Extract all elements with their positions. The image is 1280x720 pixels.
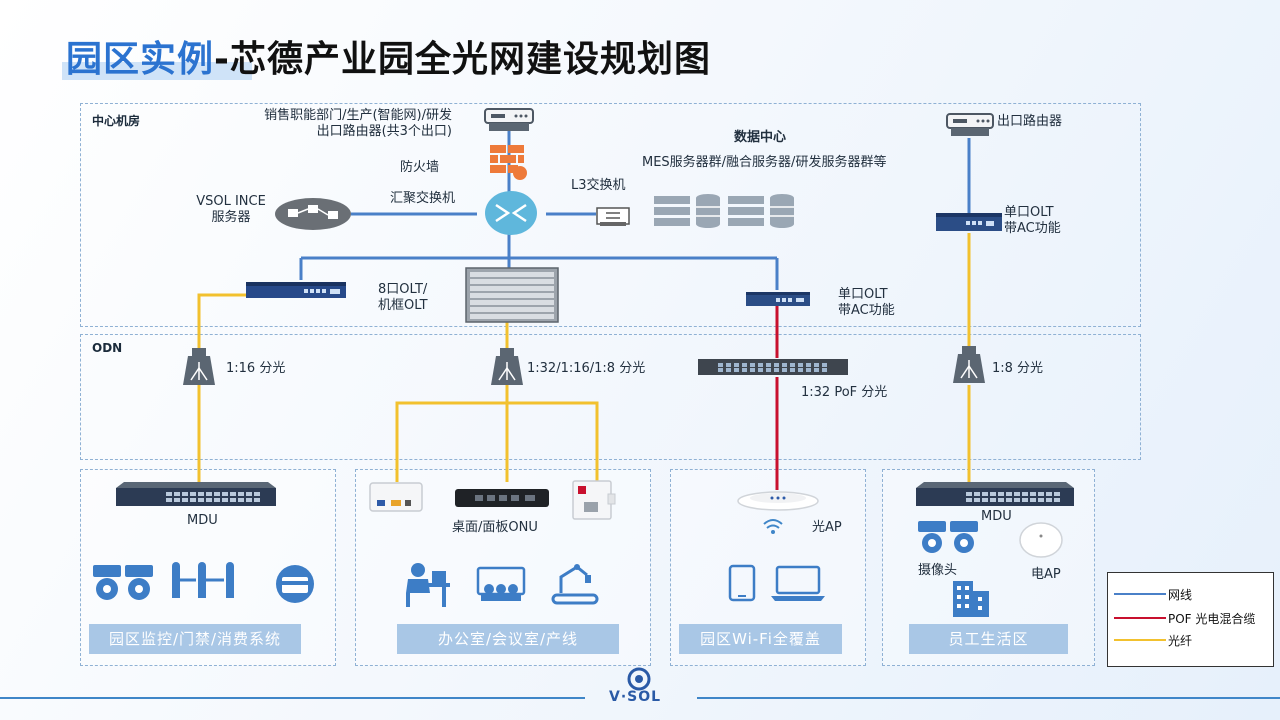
legend-fiber: 光纤 (1108, 631, 1268, 649)
fiber-cables (197, 233, 971, 482)
banner-wifi: 园区Wi-Fi全覆盖 (679, 624, 842, 654)
router-icon (484, 108, 534, 131)
mdu-left-label: MDU (187, 513, 218, 528)
router-left-label: 销售职能部门/生产(智能网)/研发 出口路由器(共3个出口) (264, 108, 452, 139)
desktop-onu-small-icon (369, 482, 423, 512)
olt-right-top-label: 单口OLT 带AC功能 (1004, 205, 1061, 236)
olt-mid-label: 单口OLT 带AC功能 (838, 287, 895, 318)
legend-fiber-label: 光纤 (1168, 634, 1193, 648)
camera-label: 摄像头 (918, 563, 958, 578)
legend: 网线 POF 光电混合缆 光纤 (1107, 572, 1274, 667)
desktop-onu-icon (455, 489, 549, 507)
olt-right-icon (936, 213, 1002, 231)
data-center-desc: MES服务器群/融合服务器/研发服务器群等 (642, 155, 887, 170)
laptop-icon (771, 565, 825, 601)
zone-center-label: 中心机房 (92, 114, 141, 128)
router-right-icon (946, 113, 994, 136)
l3-switch-icon (596, 207, 630, 226)
title-rest-text: -芯德产业园全光网建设规划图 (214, 39, 711, 80)
camera-icon (93, 565, 153, 600)
olt-8port-label: 8口OLT/ 机框OLT (378, 282, 428, 313)
onu-label: 桌面/面板ONU (452, 520, 538, 535)
aggregation-switch-label: 汇聚交换机 (390, 191, 456, 206)
banner-monitoring: 园区监控/门禁/消费系统 (89, 624, 301, 654)
payment-terminal-icon (276, 565, 314, 603)
production-line-icon (551, 564, 599, 605)
data-center-title: 数据中心 (733, 130, 786, 145)
legend-pof-label: POF 光电混合缆 (1168, 612, 1256, 626)
title-highlight-text: 园区实例 (66, 39, 215, 80)
title-highlight (62, 62, 252, 80)
tablet-icon (728, 564, 756, 602)
splitter-4-icon (953, 346, 985, 383)
vsol-server-label: VSOL INCE 服务器 (196, 194, 266, 225)
mdu-right-label: MDU (981, 509, 1012, 524)
meeting-room-icon (476, 566, 526, 601)
vsol-server-icon (275, 198, 351, 230)
panel-onu-icon (572, 480, 616, 520)
wifi-icon (763, 519, 783, 534)
banner-office: 办公室/会议室/产线 (397, 624, 619, 654)
net-cables (299, 128, 971, 290)
olt-8port-icon (246, 282, 346, 298)
zone-odn (80, 334, 1141, 460)
optical-ap-icon (737, 491, 819, 511)
logo-icon (627, 667, 651, 691)
footer-line-right (697, 697, 1280, 699)
olt-mid-icon (746, 292, 810, 306)
camera-living-icon (918, 521, 978, 553)
router-right-label: 出口路由器 (997, 114, 1063, 129)
electric-ap-icon (1019, 522, 1063, 558)
access-gate-icon (172, 562, 234, 598)
footer-line-left (0, 697, 585, 699)
optical-ap-label: 光AP (812, 520, 842, 535)
zone-center-room (80, 103, 1141, 327)
splitter-3-label: 1:32 PoF 分光 (801, 385, 888, 400)
page-title: 园区实例-芯德产业园全光网建设规划图 (66, 30, 711, 82)
legend-net: 网线 (1108, 585, 1268, 603)
l3-switch-label: L3交换机 (571, 178, 626, 193)
splitter-1-label: 1:16 分光 (226, 361, 286, 376)
firewall-label: 防火墙 (400, 160, 440, 175)
chassis-olt-icon (465, 267, 559, 323)
zone-odn-label: ODN (92, 341, 123, 355)
mdu-right-icon (916, 482, 1074, 506)
legend-net-swatch (1114, 593, 1166, 595)
firewall-icon (490, 145, 527, 180)
building-icon (953, 581, 989, 617)
office-worker-icon (406, 563, 450, 607)
legend-pof: POF 光电混合缆 (1108, 609, 1268, 627)
legend-fiber-swatch (1114, 639, 1166, 641)
splitter-2-icon (491, 348, 523, 385)
banner-living: 员工生活区 (909, 624, 1068, 654)
legend-net-label: 网线 (1168, 588, 1193, 602)
pof-switch-icon (698, 359, 848, 375)
splitter-1-icon (183, 348, 215, 385)
splitter-2-label: 1:32/1:16/1:8 分光 (527, 361, 646, 376)
electric-ap-label: 电AP (1031, 567, 1061, 582)
legend-pof-swatch (1114, 617, 1166, 619)
splitter-4-label: 1:8 分光 (992, 361, 1044, 376)
aggregation-switch-icon (485, 191, 537, 235)
data-center-servers-icon (654, 194, 794, 228)
mdu-left-icon (116, 482, 276, 506)
logo-text: V·SOL (609, 689, 662, 705)
